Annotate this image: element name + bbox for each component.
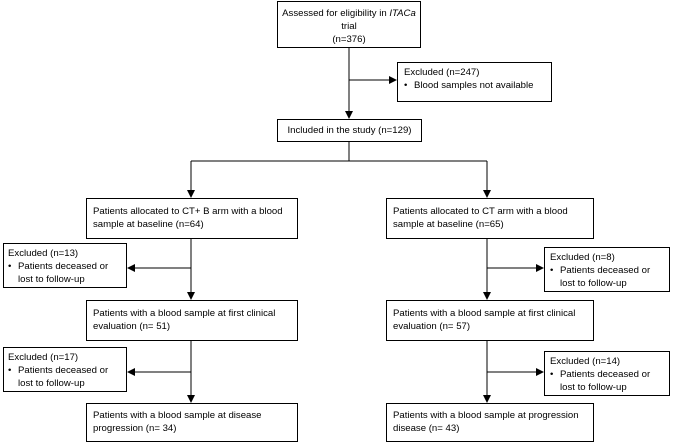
assessed-line1: Assessed for eligibility in ITACa trial (278, 7, 420, 33)
left-excluded-1-reason: Patients deceased or lost to follow-up (8, 260, 122, 286)
assessed-trial-word: trial (341, 21, 357, 32)
excluded-top-reason: Blood samples not available (404, 79, 545, 92)
right-excluded-1-title: Excluded (n=8) (550, 252, 615, 263)
left-baseline-text: Patients allocated to CT+ B arm with a b… (93, 206, 283, 230)
right-excluded-1-reason: Patients deceased or lost to follow-up (550, 264, 664, 290)
assessed-text: Assessed for eligibility in (282, 8, 390, 19)
right-first-eval-text: Patients with a blood sample at first cl… (393, 308, 576, 332)
right-baseline-box: Patients allocated to CT arm with a bloo… (386, 198, 594, 239)
right-first-eval-box: Patients with a blood sample at first cl… (386, 300, 594, 341)
left-excluded-2-reason: Patients deceased or lost to follow-up (8, 364, 122, 390)
right-excluded-2-box: Excluded (n=14) Patients deceased or los… (544, 351, 670, 396)
right-excluded-1-box: Excluded (n=8) Patients deceased or lost… (544, 247, 670, 292)
left-progression-text: Patients with a blood sample at disease … (93, 410, 262, 434)
included-text: Included in the study (n=129) (287, 125, 412, 136)
left-baseline-box: Patients allocated to CT+ B arm with a b… (86, 198, 298, 239)
left-first-eval-box: Patients with a blood sample at first cl… (86, 300, 298, 341)
left-excluded-1-box: Excluded (n=13) Patients deceased or los… (3, 243, 127, 288)
left-first-eval-text: Patients with a blood sample at first cl… (93, 308, 276, 332)
right-progression-box: Patients with a blood sample at progress… (386, 403, 594, 442)
left-progression-box: Patients with a blood sample at disease … (86, 403, 298, 442)
left-excluded-1-title: Excluded (n=13) (8, 248, 79, 259)
right-baseline-text: Patients allocated to CT arm with a bloo… (393, 206, 568, 230)
left-excluded-2-box: Excluded (n=17) Patients deceased or los… (3, 347, 127, 392)
right-excluded-2-title: Excluded (n=14) (550, 356, 621, 367)
excluded-top-box: Excluded (n=247) Blood samples not avail… (397, 62, 552, 102)
included-box: Included in the study (n=129) (277, 119, 422, 142)
right-progression-text: Patients with a blood sample at progress… (393, 410, 579, 434)
left-excluded-2-title: Excluded (n=17) (8, 352, 79, 363)
excluded-top-title: Excluded (n=247) (404, 67, 480, 78)
trial-name: ITACa (389, 8, 416, 19)
assessed-box: Assessed for eligibility in ITACa trial … (277, 1, 421, 48)
right-excluded-2-reason: Patients deceased or lost to follow-up (550, 368, 664, 394)
assessed-count: (n=376) (332, 34, 366, 45)
